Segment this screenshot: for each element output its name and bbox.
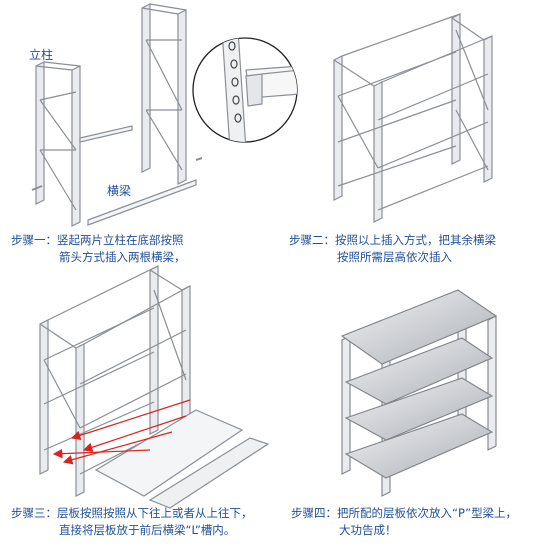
step-4-line2: 大功告成！ [339,523,397,537]
step3-illustration [39,265,270,509]
insert-arrow [52,448,151,459]
step-4-text: 步骤四：把所配的层板依次放入“P”型梁上， 大功告成！ [291,505,517,539]
insert-arrow [70,399,191,440]
step-4-line1: 把所配的层板依次放入“P”型梁上， [337,506,518,520]
step-3-line2: 直接将层板放于前后横梁“L”槽内。 [59,523,236,537]
step-4-prefix: 步骤四： [291,506,337,520]
step-2-prefix: 步骤二： [289,233,335,247]
shelf-level-2 [344,337,494,405]
beam-label: 横梁 [107,184,132,198]
beam-upper [79,125,133,143]
upright-frame-left [31,61,81,227]
step-1-text: 步骤一：竖起两片立柱在底部按照 箭头方式插入两根横梁， [11,232,186,266]
step2-illustration [333,13,493,223]
upright-frame-right [141,3,203,185]
step-2-line2: 按照所需层高依次插入 [337,250,452,264]
step-3-prefix: 步骤三： [11,506,57,520]
shelf-level-3 [344,377,494,441]
shelf-level-4 [344,413,494,479]
insert-arrow [82,415,187,452]
step1-illustration [31,3,298,227]
step4-illustration [340,289,498,497]
shelf-board-floor [94,409,244,497]
step-1-line1: 竖起两片立柱在底部按照 [57,233,184,247]
shelf-level-1 [340,289,498,365]
insert-arrow [62,431,173,465]
column-label: 立柱 [29,48,54,62]
step-2-line1: 按照以上插入方式，把其余横梁 [335,233,496,247]
beam-lower [87,179,197,226]
step-3-text: 步骤三：层板按照按照从下往上或者从上往下， 直接将层板放于前后横梁“L”槽内。 [11,505,253,539]
step-1-prefix: 步骤一： [11,233,57,247]
step-3-line1: 层板按照按照从下往上或者从上往下， [57,506,253,520]
step-1-line2: 箭头方式插入两根横梁， [59,250,186,264]
step-2-text: 步骤二：按照以上插入方式，把其余横梁 按照所需层高依次插入 [289,232,496,266]
